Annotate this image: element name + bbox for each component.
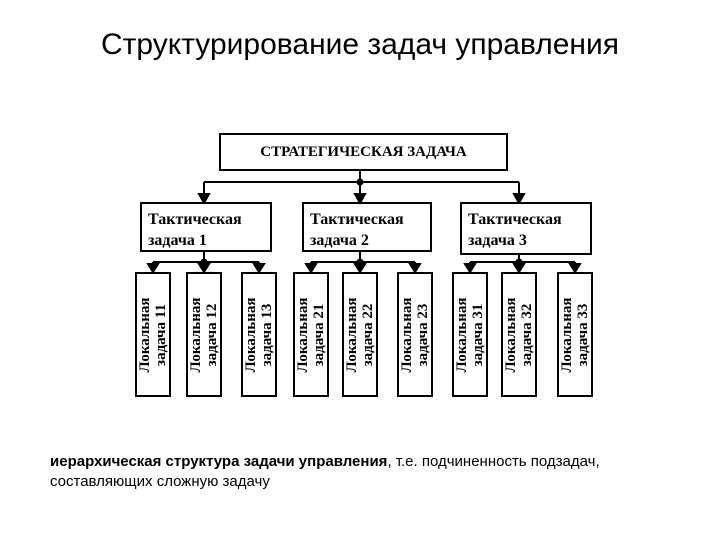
local-task-13-line2: задача 13 bbox=[259, 303, 275, 366]
local-task-12-line2: задача 12 bbox=[204, 303, 220, 366]
local-task-32-line2: задача 32 bbox=[519, 303, 535, 366]
local-task-23-line1: Локальная bbox=[399, 297, 415, 372]
tactical-task-3-line1: Тактическая bbox=[468, 211, 562, 228]
tactical-task-3-line2: задача 3 bbox=[468, 232, 527, 249]
diagram-caption: иерархическая структура задачи управлени… bbox=[50, 452, 690, 492]
tactical-task-1-line1: Тактическая bbox=[148, 211, 242, 228]
local-task-31-line1: Локальная bbox=[454, 297, 470, 372]
local-task-11-line1: Локальная bbox=[137, 297, 153, 372]
tactical-task-1-line2: задача 1 bbox=[148, 232, 207, 249]
local-task-31-line2: задача 31 bbox=[470, 303, 486, 366]
local-task-22-line2: задача 22 bbox=[360, 303, 376, 366]
local-task-23-line2: задача 23 bbox=[415, 303, 431, 366]
tactical-task-2-line1: Тактическая bbox=[310, 211, 404, 228]
caption-rest: , т.е. подчиненность подзадач, составляю… bbox=[50, 453, 600, 490]
local-task-33-line2: задача 33 bbox=[575, 303, 591, 366]
tactical-task-2-box: Тактическая задача 2 bbox=[302, 202, 432, 252]
local-task-21-line2: задача 21 bbox=[311, 303, 327, 366]
caption-bold-part: иерархическая структура задачи управлени… bbox=[50, 453, 388, 470]
strategic-task-box: СТРАТЕГИЧЕСКАЯ ЗАДАЧА bbox=[219, 133, 508, 171]
page-title: Структурирование задач управления bbox=[101, 28, 619, 61]
local-task-13-line1: Локальная bbox=[243, 297, 259, 372]
tactical-task-2-line2: задача 2 bbox=[310, 232, 369, 249]
tactical-task-1-box: Тактическая задача 1 bbox=[140, 202, 272, 252]
local-task-22-line1: Локальная bbox=[344, 297, 360, 372]
local-task-12-line1: Локальная bbox=[188, 297, 204, 372]
local-task-33-line1: Локальная bbox=[559, 297, 575, 372]
local-task-21-line1: Локальная bbox=[295, 297, 311, 372]
tactical-task-3-box: Тактическая задача 3 bbox=[460, 202, 592, 255]
local-task-32-line1: Локальная bbox=[503, 297, 519, 372]
local-task-11-line2: задача 11 bbox=[153, 303, 169, 366]
strategic-task-label: СТРАТЕГИЧЕСКАЯ ЗАДАЧА bbox=[260, 143, 467, 160]
